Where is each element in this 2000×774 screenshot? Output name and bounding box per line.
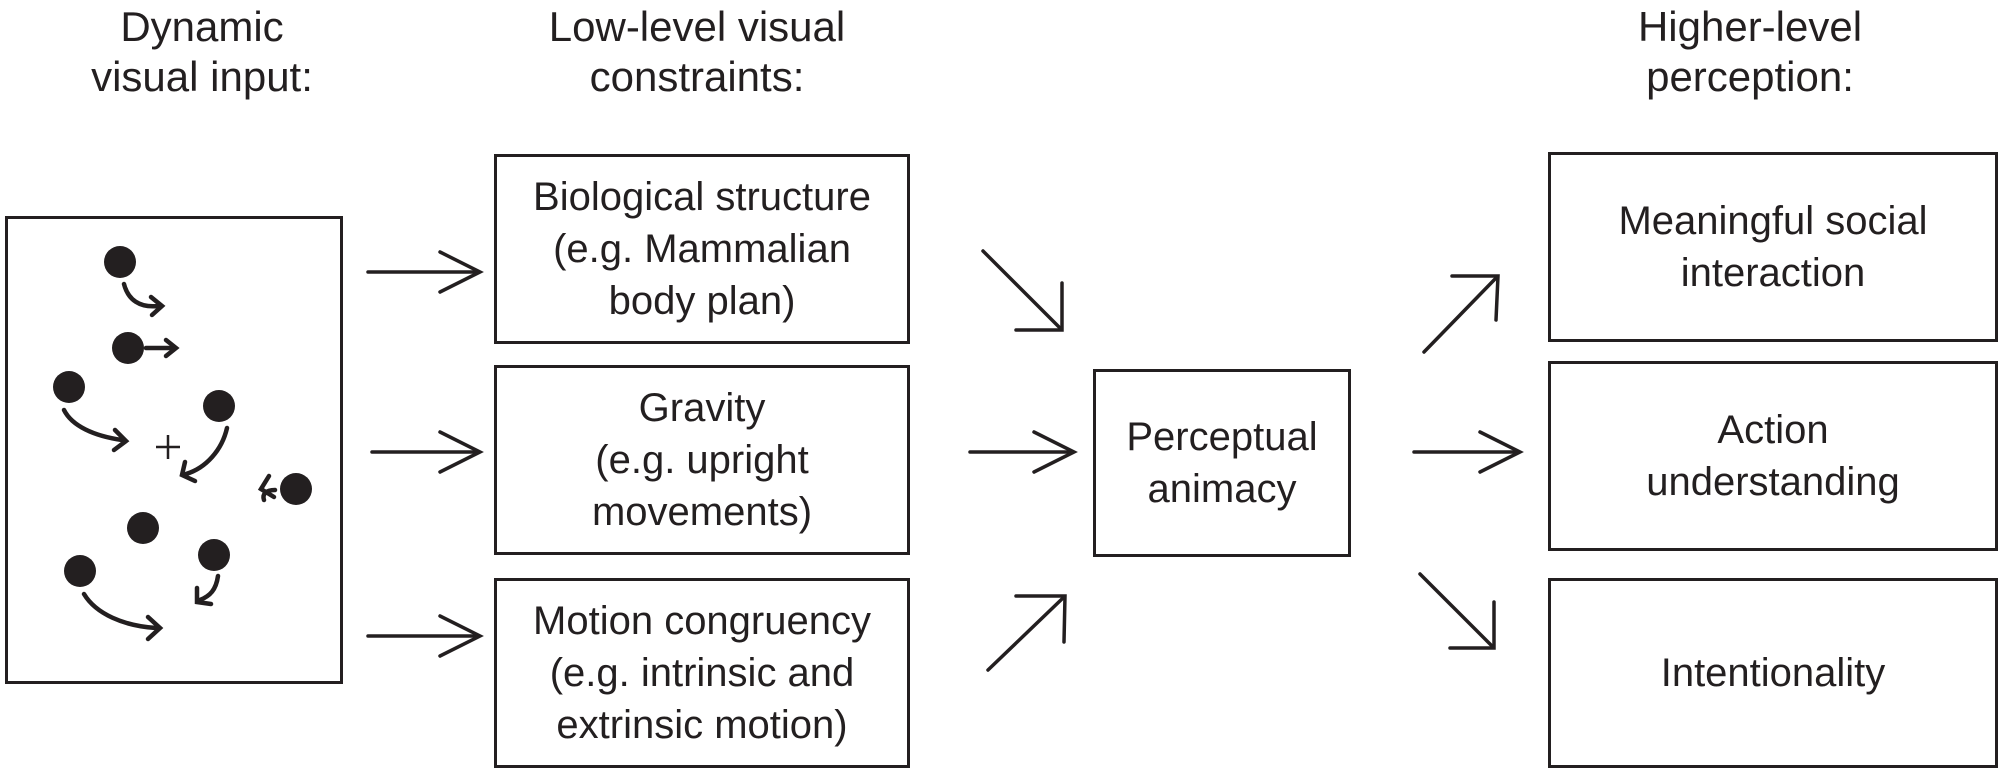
dot-icon (203, 390, 235, 422)
arrow-head-icon (438, 430, 484, 474)
arrow-head-icon (1450, 274, 1500, 322)
heading-line: constraints: (589, 53, 805, 100)
arrow-head-icon (257, 473, 277, 500)
arrow-biological-to-animacy (981, 249, 1064, 332)
box-motion-congruency: Motion congruency (e.g. intrinsic and ex… (494, 578, 910, 768)
box-action-understanding: Action understanding (1548, 361, 1998, 551)
box-text-line: Motion congruency (533, 599, 871, 643)
heading-low-level-constraints: Low-level visual constraints: (397, 2, 997, 102)
arrow-input-to-motion (366, 614, 484, 658)
dot-icon (280, 473, 312, 505)
heading-line: visual input: (91, 53, 313, 100)
arrow-head-icon (145, 614, 164, 642)
box-text-line: interaction (1680, 251, 1866, 295)
dot-icon (198, 539, 230, 571)
heading-line: Low-level visual (548, 3, 846, 50)
arrow-animacy-to-action (1412, 430, 1524, 474)
fixation-cross-icon (156, 435, 180, 459)
arrow-gravity-to-animacy (968, 430, 1078, 474)
dynamic-input-box (5, 216, 343, 684)
heading-dynamic-visual-input: Dynamic visual input: (0, 2, 502, 102)
arrow-line-icon (981, 249, 1062, 330)
box-text-line: understanding (1646, 460, 1900, 504)
arrow-animacy-to-intentionality (1418, 572, 1496, 650)
arrow-animacy-to-social (1422, 274, 1500, 354)
heading-line: Higher-level (1637, 3, 1863, 50)
box-text-line: (e.g. intrinsic and (549, 651, 855, 695)
box-gravity: Gravity (e.g. upright movements) (494, 365, 910, 555)
box-text-line: Meaningful social (1618, 199, 1928, 243)
arrow-head-icon (163, 337, 180, 359)
curved-arrow-icon (81, 591, 159, 631)
box-perceptual-animacy: Perceptual animacy (1093, 369, 1351, 557)
stimulus-dots (53, 246, 312, 587)
arrow-motion-to-animacy (986, 594, 1067, 672)
dot-icon (127, 512, 159, 544)
box-text-line: Action (1717, 408, 1829, 452)
dot-icon (64, 555, 96, 587)
arrow-head-icon (1478, 430, 1524, 474)
curved-arrow-icon (183, 425, 230, 477)
arrow-head-icon (438, 614, 484, 658)
arrow-head-icon (438, 250, 484, 294)
arrow-head-icon (1014, 594, 1067, 644)
arrow-head-icon (1032, 430, 1078, 474)
arrow-line-icon (1418, 572, 1494, 648)
box-text-line: Perceptual (1126, 415, 1318, 459)
curved-arrow-icon (61, 407, 125, 443)
arrow-head-icon (148, 294, 166, 318)
heading-line: perception: (1646, 53, 1854, 100)
arrow-head-icon (194, 585, 214, 607)
curved-arrow-icon (197, 573, 221, 603)
box-biological-structure: Biological structure (e.g. Mammalian bod… (494, 154, 910, 344)
box-text-line: Biological structure (533, 175, 871, 219)
arrow-input-to-biological (366, 250, 484, 294)
arrow-head-icon (179, 459, 198, 484)
arrow-line-icon (1422, 276, 1498, 354)
box-text-line: (e.g. upright (595, 438, 809, 482)
heading-line: Dynamic (120, 3, 284, 50)
arrow-head-icon (1448, 600, 1496, 650)
arrow-input-to-gravity (370, 430, 484, 474)
box-intentionality: Intentionality (1548, 578, 1998, 768)
box-text-line: (e.g. Mammalian (553, 227, 851, 271)
arrow-head-icon (1014, 281, 1064, 332)
box-meaningful-social-interaction: Meaningful social interaction (1548, 152, 1998, 342)
box-text-line: Intentionality (1660, 651, 1886, 695)
arrow-line-icon (986, 596, 1065, 672)
dot-icon (112, 332, 144, 364)
box-text-line: animacy (1147, 467, 1297, 511)
arrow-head-icon (111, 427, 130, 453)
box-text-line: body plan) (608, 279, 796, 323)
box-text-line: movements) (591, 490, 813, 534)
motion-arrows (61, 281, 278, 642)
dot-icon (104, 246, 136, 278)
box-text-line: Gravity (638, 386, 766, 430)
dot-icon (53, 371, 85, 403)
heading-higher-level-perception: Higher-level perception: (1550, 2, 1950, 102)
box-text-line: extrinsic motion) (556, 703, 848, 747)
curved-arrow-icon (121, 281, 161, 309)
